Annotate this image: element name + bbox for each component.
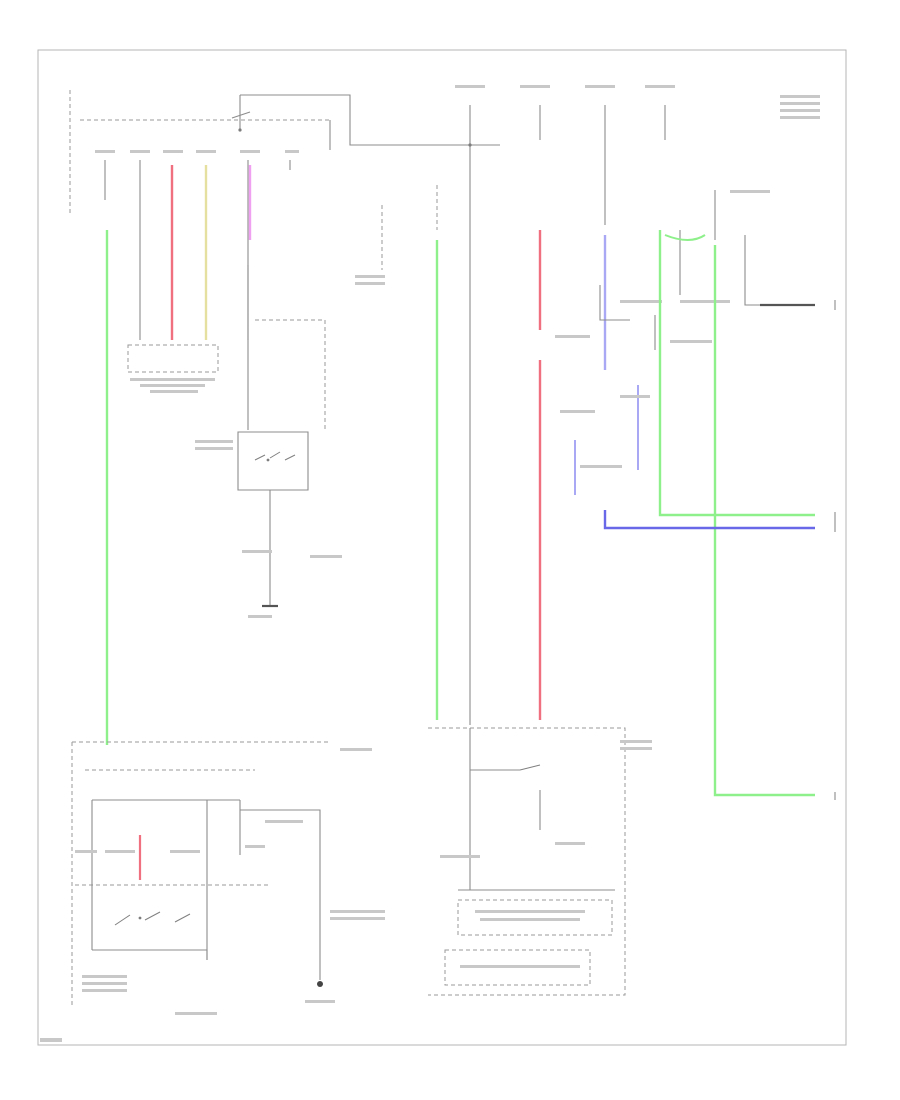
ground-symbol-left: [262, 590, 278, 608]
ecm-connector: [127, 344, 219, 393]
ground-symbol-bottom: [305, 981, 335, 1003]
combination-switch: [71, 741, 385, 1015]
middle-connector-1: [355, 205, 385, 285]
wire-blue-right: [603, 510, 815, 530]
footer-code-mark: [40, 1038, 62, 1042]
wire-lightgreen-right-2: [713, 245, 815, 797]
center-colored-wires: [435, 230, 639, 720]
left-colored-wires: [105, 165, 252, 745]
pcm-module: [428, 727, 652, 996]
main-relay-area: [69, 90, 500, 340]
wire-lightgreen-right-1: [658, 230, 815, 517]
diagram-frame: [37, 49, 847, 1046]
right-colored-wires: [603, 230, 815, 797]
right-relay-area: [555, 95, 820, 468]
top-connector-labels: [95, 150, 299, 153]
transmission-range-switch: [195, 265, 342, 618]
wire-lightgreen-stub: [664, 234, 706, 241]
center-fuse-area: [436, 85, 675, 725]
